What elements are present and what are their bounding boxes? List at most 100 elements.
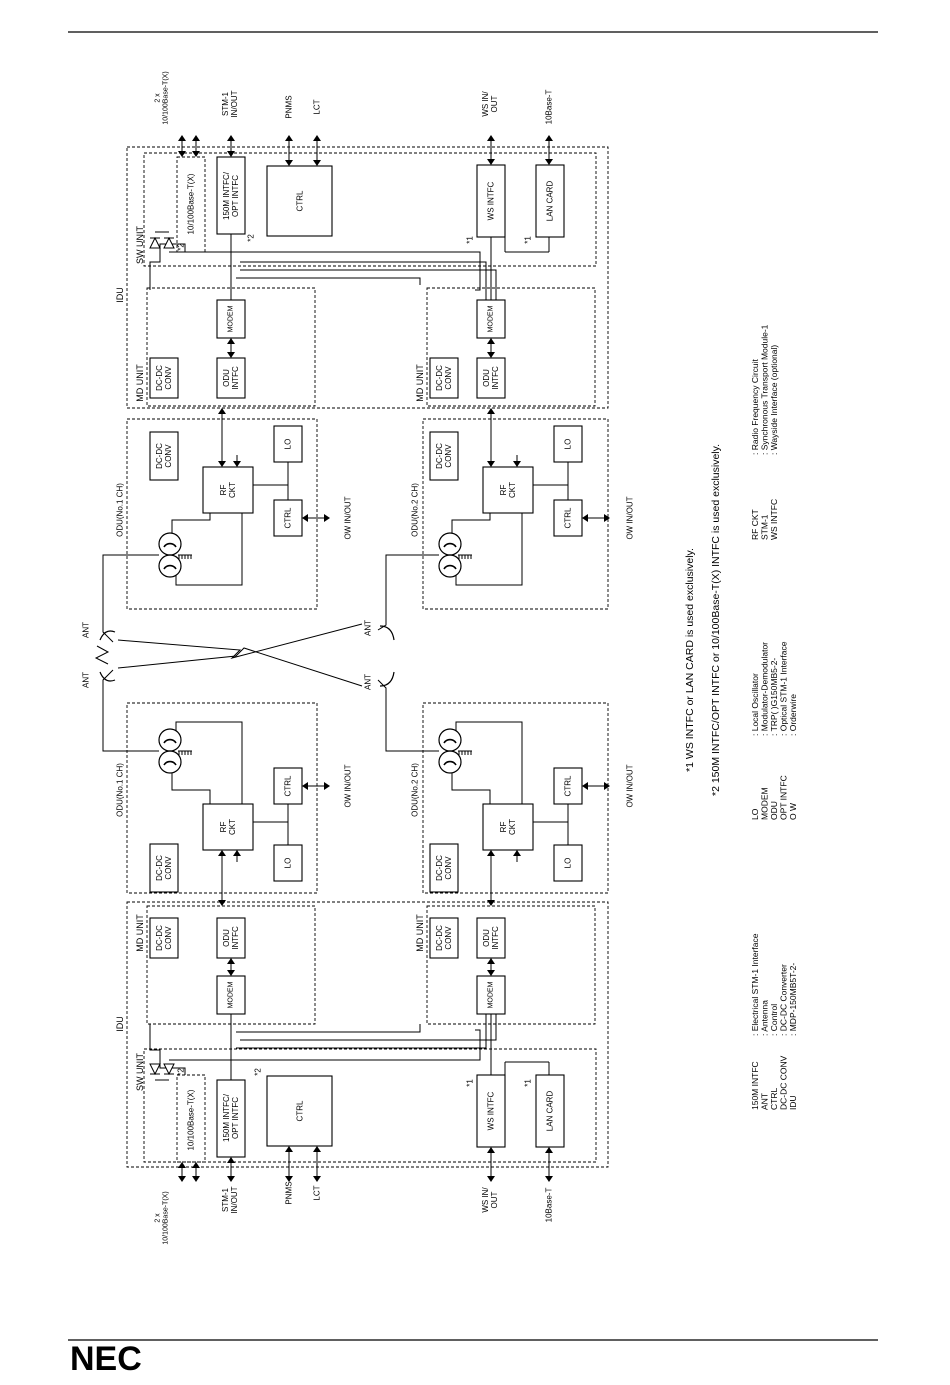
ctrl-box-label-group: CTRL	[284, 775, 293, 796]
abbrev-def: : Orderwire	[788, 694, 798, 736]
dcdc-label: CONV	[164, 856, 173, 880]
odu-intfc-label: INTFC	[491, 366, 500, 390]
note-mark-group: *2	[177, 243, 186, 251]
arrow-head	[487, 408, 495, 414]
rf-ckt-label: CKT	[228, 482, 237, 498]
note-mark-group: *2	[177, 1068, 186, 1076]
arrow-head	[487, 900, 495, 906]
dcdc-box	[149, 917, 179, 959]
modem-label: MODEM	[228, 305, 235, 332]
circulator-arc	[443, 564, 457, 570]
rf-ckt-label: RF	[219, 822, 228, 833]
ctrl-box	[266, 1075, 333, 1147]
antenna-dish	[99, 630, 116, 641]
ow-inout-label-group: OW IN/OUT	[626, 496, 635, 539]
odu-frame	[422, 418, 609, 610]
arrow-head	[487, 1147, 495, 1153]
radio-link-line	[117, 623, 363, 659]
arrow-head	[227, 958, 235, 964]
sw-unit-label-group: SW UNIT	[135, 1053, 145, 1091]
diode-symbol	[149, 1063, 161, 1076]
dcdc-label: DC-DC	[435, 443, 444, 469]
bus-line	[169, 251, 481, 291]
odu-label-group: ODU(No.1 CH)	[116, 763, 125, 817]
abbrev-term: ANT	[760, 1093, 770, 1110]
rf-loop-line	[175, 721, 243, 804]
abbrev-def: : TRP( )G150MB5-2-	[769, 658, 779, 736]
rf-loop-line	[451, 773, 491, 804]
arrow-head	[487, 352, 495, 358]
md-unit-frame	[426, 905, 596, 1025]
ws-intfc-label: WS INTFC	[487, 1091, 496, 1130]
ctrl-box-label-group: CTRL	[564, 507, 573, 528]
sw-unit-label: SW UNIT	[135, 226, 145, 264]
idu-label: IDU	[115, 287, 125, 303]
circulator-arc	[443, 542, 457, 548]
ow-inout-label: OW IN/OUT	[626, 764, 635, 807]
bus-line	[236, 1014, 487, 1049]
abbrev-def-group: : Orderwire	[788, 694, 798, 736]
abbrev-def: : MDP-150MB5T-2-	[788, 963, 798, 1036]
odu-label-group: ODU(No.2 CH)	[411, 483, 420, 537]
lan-card-box	[535, 1074, 565, 1148]
odu-label: ODU(No.2 CH)	[411, 483, 420, 537]
lo-link	[253, 462, 289, 486]
abbrev-term: WS INTFC	[769, 499, 779, 540]
abbrev-term-group: STM-1	[760, 514, 770, 540]
ctrl-box-label-group: CTRL	[296, 190, 305, 211]
rf-loop-line	[171, 513, 211, 533]
ow-inout-label: OW IN/OUT	[626, 496, 635, 539]
arrow-head	[285, 160, 293, 166]
lo-link	[533, 821, 569, 845]
radio-link-zigzag	[94, 645, 110, 665]
waveguide-line	[377, 554, 439, 631]
rf-ckt-box	[482, 466, 534, 514]
rf-loop-line	[171, 773, 211, 804]
lo-label-group: LO	[564, 439, 573, 450]
dcdc-label: CONV	[164, 444, 173, 468]
ow-inout-label-group: OW IN/OUT	[626, 764, 635, 807]
note-mark: *2	[177, 243, 186, 251]
arrow-head	[227, 970, 235, 976]
arrow-head	[233, 461, 241, 467]
rf-ckt-box	[482, 803, 534, 851]
rf-ckt-label: CKT	[508, 819, 517, 835]
abbrev-def-group: : Modulator-Demodulator	[760, 642, 770, 736]
lo-label: LO	[284, 858, 293, 869]
bus-line	[236, 1024, 421, 1033]
ant-label: ANT	[82, 622, 91, 638]
dcdc-box	[429, 357, 459, 399]
ctrl-box-label: CTRL	[564, 507, 573, 528]
md-unit-label-group: MD UNIT	[135, 914, 145, 952]
md-unit-frame	[426, 287, 596, 407]
md-unit-label-group: MD UNIT	[415, 364, 425, 402]
odu-frame	[422, 702, 609, 894]
rf-loop-line	[455, 721, 523, 804]
arrow-head	[192, 1176, 200, 1182]
circulator-arc	[163, 564, 177, 570]
ext-label-ws-group: WS IN/OUT	[481, 91, 499, 117]
ant-label-group: ANT	[364, 674, 373, 690]
ext-label-base-t-group: 10Base-T	[545, 90, 554, 125]
waveguide-line	[102, 669, 159, 752]
ext-label-lct: LCT	[313, 1185, 322, 1200]
note-mark: *1	[524, 236, 533, 244]
arrow-head	[233, 850, 241, 856]
note-mark-group: *1	[466, 1079, 475, 1087]
sw-unit-frame	[143, 152, 597, 267]
arrow-head	[302, 514, 308, 522]
ctrl-box-label: CTRL	[296, 190, 305, 211]
arrow-head	[178, 1162, 186, 1168]
nec-logo: NEC	[70, 1340, 142, 1378]
odu-intfc-label: INTFC	[491, 926, 500, 950]
arrow-head	[487, 135, 495, 141]
arrow-head	[218, 408, 226, 414]
arrow-head	[582, 782, 588, 790]
ow-inout-label: OW IN/OUT	[344, 764, 353, 807]
